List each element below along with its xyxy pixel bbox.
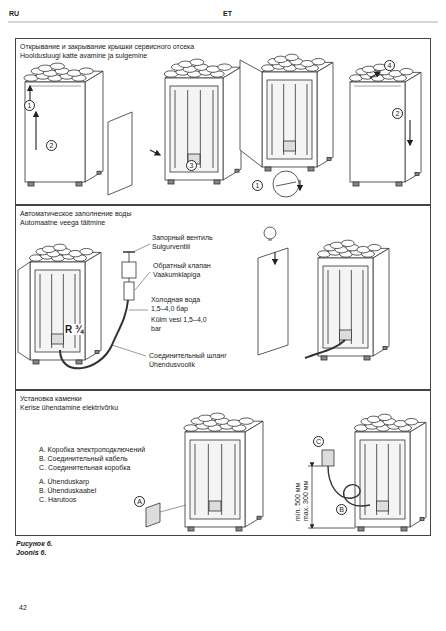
cable-b [328, 466, 370, 506]
language-tag: ET [222, 10, 233, 19]
callout-number: 4 [384, 60, 395, 71]
part-name: Ühendusvoolik [148, 361, 196, 370]
legend-text: B. Ühenduskaabel [38, 487, 97, 496]
legend-text: C. Harutoos [38, 496, 77, 505]
leader-line [160, 505, 186, 512]
leader-line [135, 272, 150, 290]
service-lid [240, 60, 262, 167]
motion-arrow [370, 72, 380, 78]
legend-text: B. Соединительный кабель [38, 455, 129, 464]
line-art [8, 22, 438, 531]
leader-line [129, 310, 148, 311]
panel-title: Automaatne veega täitmine [16, 218, 109, 227]
panel-title: Открывание и закрывание крышки сервисног… [16, 42, 198, 51]
lamp-icon [264, 227, 276, 239]
heater-drawing [355, 414, 426, 531]
figure-panel: Автоматическое заполнение водыAutomaatne… [15, 205, 431, 390]
part-name: Külm vesi 1,5–4,0 bar [150, 316, 212, 333]
figure-caption: Рисунок 6. Joonis 6. [15, 540, 67, 557]
callout-letter: C [313, 436, 324, 447]
service-lid [18, 262, 30, 360]
panel-title: Hooldusluugi katte avamine ja sulgemine [16, 51, 151, 60]
figure-panel: Открывание и закрывание крышки сервисног… [15, 38, 431, 205]
callout-letter: A [134, 496, 145, 507]
leader-line [112, 345, 146, 356]
heater-drawing [184, 413, 263, 531]
connection-hose [60, 300, 128, 368]
part-name: Обратный клапан [152, 262, 212, 271]
leader-line [133, 244, 150, 252]
callout-number: 2 [392, 108, 403, 119]
callout-number: 1 [252, 180, 263, 191]
service-lid [258, 248, 288, 355]
callout-number: 1 [24, 100, 35, 111]
heater-drawing [30, 244, 101, 364]
legend-text: A. Коробка электроподключений [38, 446, 146, 455]
legend-text: C. Соединительная коробка [38, 464, 131, 473]
motion-arrow [150, 150, 160, 155]
language-tag: RU [8, 10, 20, 19]
page-number: 42 [18, 604, 28, 613]
callout-number: 2 [46, 140, 57, 151]
motion-arrow [409, 120, 410, 145]
panel-title: Установка каменки [16, 394, 86, 403]
motion-arrow [274, 252, 275, 264]
callout-letter: B [336, 504, 347, 515]
legend-text: A. Ühenduskarp [38, 478, 90, 487]
heater-drawing [350, 64, 421, 186]
part-name: Соединительный шланг [148, 352, 228, 361]
heater-drawing [24, 63, 103, 186]
part-name: Холодная вода 1,5–4,0 бар [150, 296, 212, 313]
junction-box-a [146, 503, 160, 527]
heater-drawing [262, 54, 333, 171]
callout-number: 3 [186, 160, 197, 171]
panel-title: Автоматическое заполнение воды [16, 209, 135, 218]
part-name: Vaakumklapiga [152, 271, 201, 280]
heater-drawing [318, 240, 389, 360]
thread-size: R ¾ [64, 324, 84, 335]
motion-arrow [35, 112, 36, 150]
shutoff-valve [122, 262, 136, 278]
dimension: max. 300 мм [302, 480, 311, 522]
check-valve [124, 282, 134, 300]
panel-title: Kerise ühendamine elektrivõrku [16, 403, 122, 412]
service-lid [108, 112, 132, 195]
heater-drawing [164, 59, 241, 184]
junction-box-c [322, 450, 334, 466]
part-name: Sulgurventiil [151, 243, 191, 252]
motion-arrow [299, 180, 300, 190]
part-name: Запорный вентиль [151, 234, 214, 243]
